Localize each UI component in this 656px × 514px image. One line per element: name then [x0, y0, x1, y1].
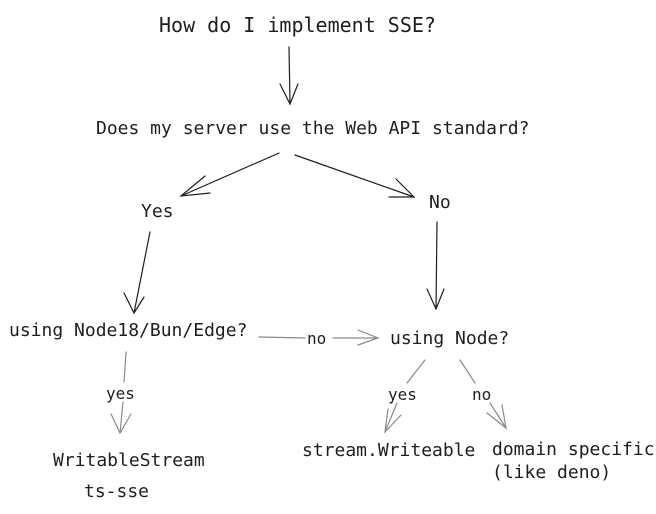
node-web-api-question: Does my server use the Web API standard?	[96, 118, 530, 139]
edge-label-no-runtime: no	[307, 329, 327, 348]
edge-label-no-right: no	[472, 385, 492, 404]
node-node-question: using Node?	[390, 328, 510, 349]
result-stream-writeable: stream.Writeable	[302, 440, 476, 461]
arrow-question-to-yes	[179, 152, 280, 197]
arrow-node-to-stream	[384, 359, 426, 434]
result-ts-sse: ts-sse	[84, 481, 150, 502]
result-domain-specific: domain specific (like deno)	[492, 439, 655, 483]
node-runtime-question: using Node18/Bun/Edge?	[9, 320, 248, 341]
node-no: No	[429, 192, 451, 213]
node-yes: Yes	[141, 201, 174, 222]
edge-label-yes-left: yes	[106, 384, 135, 403]
arrow-no-to-node	[426, 221, 445, 311]
arrow-title-to-question	[279, 46, 299, 106]
arrow-node-to-domain	[459, 359, 507, 430]
arrow-question-to-no	[294, 154, 416, 198]
result-writable-stream: WritableStream	[53, 450, 205, 471]
arrow-runtime-to-node	[258, 329, 380, 346]
flowchart-title: How do I implement SSE?	[159, 13, 436, 37]
arrow-runtime-to-writable	[110, 351, 132, 435]
edge-label-yes-right: yes	[388, 385, 417, 404]
arrow-yes-to-runtime	[123, 231, 151, 315]
